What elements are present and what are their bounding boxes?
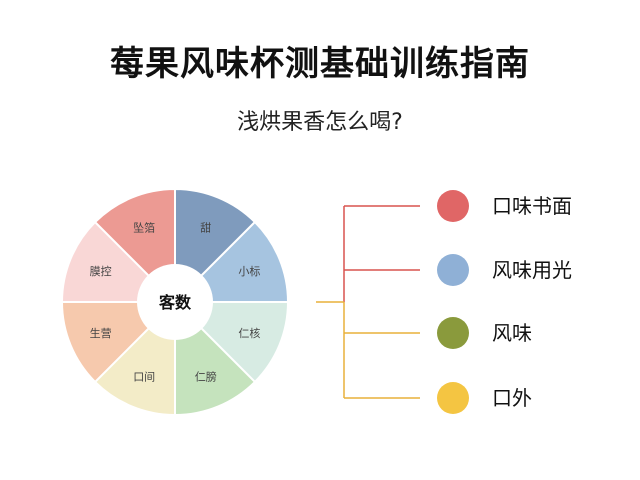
- wheel-segment-label: 仁核: [238, 326, 260, 340]
- legend-label: 风味: [492, 321, 532, 345]
- wheel-segment-label: 生营: [90, 326, 112, 340]
- legend-swatch: [437, 317, 469, 349]
- page-title: 莓果风味杯测基础训练指南: [110, 44, 530, 84]
- wheel-center: [137, 264, 213, 340]
- legend-label: 口味书面: [492, 194, 572, 218]
- legend-swatch: [437, 382, 469, 414]
- legend-connectors: [316, 205, 420, 399]
- wheel-center-label: 客数: [159, 293, 192, 312]
- wheel-segment-label: 膜控: [90, 264, 112, 278]
- legend-swatch: [437, 254, 469, 286]
- wheel-segment-label: 甜: [200, 222, 211, 235]
- legend-label: 风味用光: [492, 258, 572, 282]
- wheel-segment-label: 口间: [133, 370, 155, 383]
- page-subtitle: 浅烘果香怎么喝?: [237, 110, 403, 135]
- legend-label: 口外: [492, 386, 532, 410]
- legend-swatch: [437, 190, 469, 222]
- wheel-segment-label: 小标: [238, 264, 260, 278]
- wheel-segment-label: 坠箔: [133, 221, 155, 235]
- wheel-segment-label: 仁膀: [195, 369, 217, 383]
